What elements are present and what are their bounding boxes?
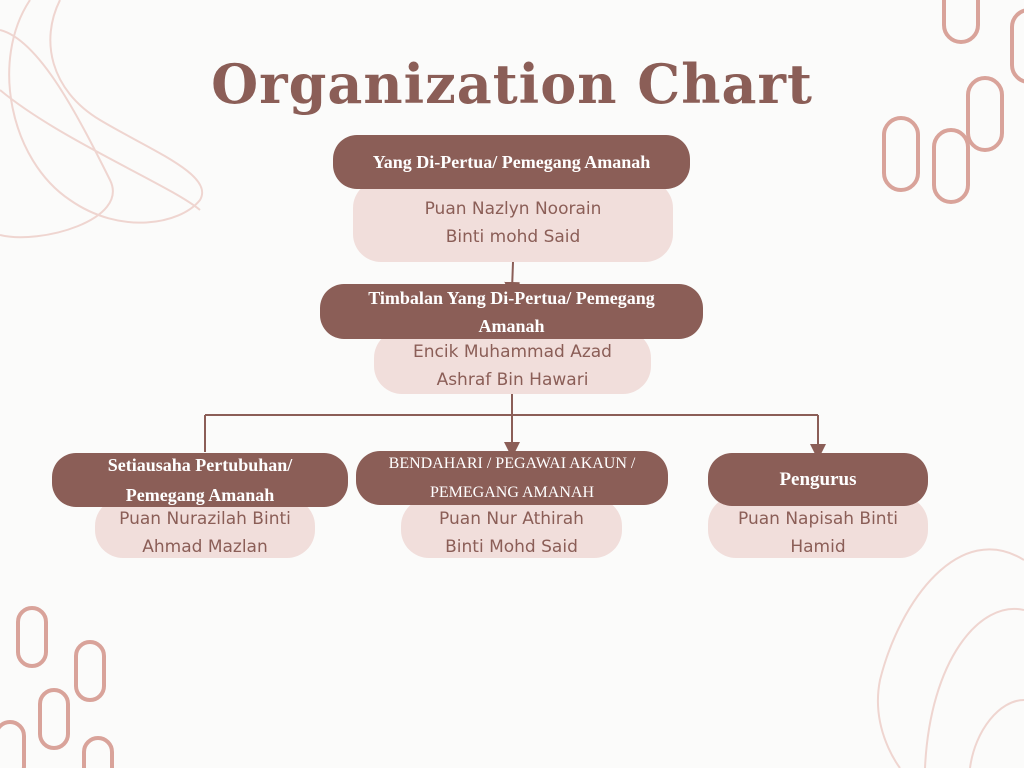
deputy-name-card: Encik Muhammad Azad Ashraf Bin Hawari — [374, 330, 651, 394]
secretary-role-line2: Pemegang Amanah — [125, 485, 275, 505]
treasurer-name-card: Puan Nur Athirah Binti Mohd Said — [401, 498, 622, 558]
manager-name-line1: Puan Napisah Binti — [738, 509, 898, 529]
secretary-role-line1: Setiausaha Pertubuhan/ — [107, 455, 293, 475]
deputy-role-line1: Timbalan Yang Di-Pertua/ Pemegang — [368, 287, 655, 308]
manager-role-box: Pengurus — [708, 453, 928, 506]
secretary-name-card: Puan Nurazilah Binti Ahmad Mazlan — [95, 498, 315, 558]
chairman-role: Yang Di-Pertua/ Pemegang Amanah — [372, 151, 651, 172]
secretary-name-line2: Ahmad Mazlan — [142, 537, 268, 557]
manager-name-card: Puan Napisah Binti Hamid — [708, 496, 928, 558]
manager-role: Pengurus — [779, 468, 857, 490]
deputy-role-box: Timbalan Yang Di-Pertua/ Pemegang Amanah — [320, 284, 703, 339]
deputy-name-line1: Encik Muhammad Azad — [413, 342, 612, 362]
page-title: Organization Chart — [211, 52, 813, 116]
secretary-role-box: Setiausaha Pertubuhan/ Pemegang Amanah — [52, 453, 348, 507]
chairman-name-line2: Binti mohd Said — [445, 227, 581, 247]
treasurer-role-box: BENDAHARI / PEGAWAI AKAUN / PEMEGANG AMA… — [356, 451, 668, 505]
deputy-name-line2: Ashraf Bin Hawari — [436, 370, 589, 390]
treasurer-role-line2: PEMEGANG AMANAH — [429, 484, 594, 501]
deputy-role-line2: Amanah — [478, 315, 545, 336]
chairman-name-card: Puan Nazlyn Noorain Binti mohd Said — [353, 180, 673, 262]
treasurer-name-line1: Puan Nur Athirah — [439, 509, 584, 529]
manager-name-line2: Hamid — [790, 537, 846, 557]
treasurer-name-line2: Binti Mohd Said — [445, 537, 578, 557]
treasurer-role-line1: BENDAHARI / PEGAWAI AKAUN / — [388, 455, 636, 472]
chairman-name-line1: Puan Nazlyn Noorain — [424, 199, 602, 219]
secretary-name-line1: Puan Nurazilah Binti — [119, 509, 291, 529]
chairman-role-box: Yang Di-Pertua/ Pemegang Amanah — [333, 135, 690, 189]
